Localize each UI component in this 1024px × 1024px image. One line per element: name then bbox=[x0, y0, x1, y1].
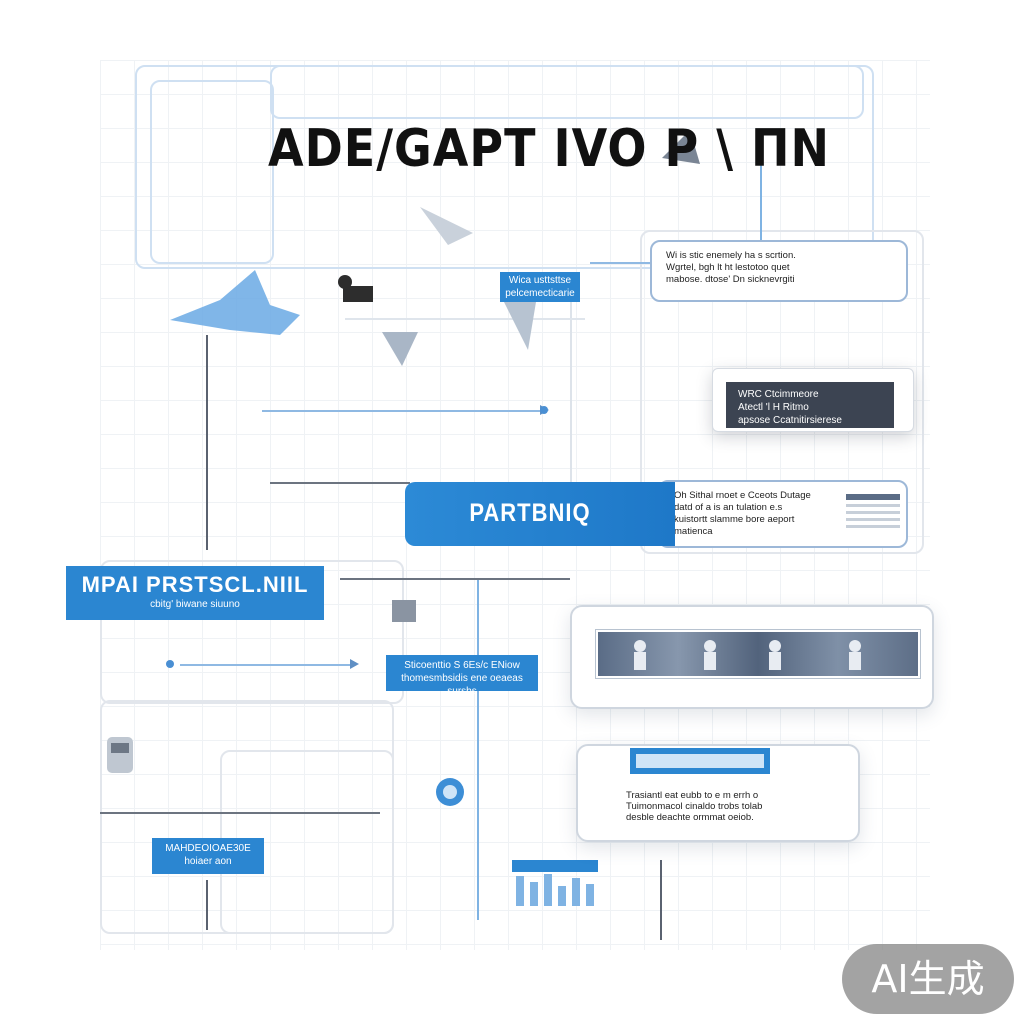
left-arrow-line bbox=[180, 664, 350, 666]
callout-top-right: Wi is stic enemely ha s scrtion. Wgrtel,… bbox=[650, 240, 908, 302]
mid-vertical-connector bbox=[570, 300, 572, 500]
person-icon bbox=[338, 275, 373, 302]
top-link-line bbox=[345, 318, 585, 320]
left-main-subtitle: cbitg' biwane siuuno bbox=[150, 599, 240, 610]
table-thumbnail bbox=[846, 494, 900, 528]
gauge-icon bbox=[107, 737, 133, 773]
tag-pin-icon bbox=[504, 302, 536, 350]
bottom-info-panel bbox=[576, 744, 860, 842]
photo-strip bbox=[596, 630, 920, 678]
left-main-title: MPAI PRSTSCL.NIIL bbox=[81, 572, 309, 597]
mid-tag-label: Sticoenttio S 6Es/c ENiow thomesmbsidis … bbox=[386, 655, 538, 697]
lower-right-connector bbox=[660, 860, 662, 940]
left-vertical-connector bbox=[206, 335, 208, 550]
panel-header-graphic bbox=[630, 748, 770, 774]
bottom-left-line bbox=[100, 812, 380, 814]
connector-node-left bbox=[166, 660, 174, 668]
arrowhead-left bbox=[350, 659, 359, 669]
callout-link-line bbox=[590, 262, 650, 264]
title-drop-icon bbox=[662, 130, 700, 164]
ai-generated-watermark: AI生成 bbox=[842, 944, 1014, 1014]
left-column-frame bbox=[100, 560, 404, 704]
partner-top-line bbox=[270, 482, 410, 484]
small-square-icon bbox=[392, 600, 416, 622]
people-silhouettes bbox=[634, 640, 861, 670]
top-tag-label: Wica usttsttse pelcemecticarie bbox=[500, 272, 580, 302]
connector-node-mid bbox=[540, 406, 548, 414]
dark-info-box: WRC Ctcimmeore Atectl 'l H Ritmo apsose … bbox=[726, 382, 894, 428]
left-lower-connector bbox=[206, 880, 208, 930]
right-vertical-connector bbox=[760, 150, 762, 260]
funnel-icon bbox=[382, 332, 418, 366]
paper-plane-icon bbox=[420, 207, 473, 245]
blue-splash-graphic bbox=[170, 270, 300, 335]
page-title: ADE/GAPT IVO P \ ΠN bbox=[268, 118, 831, 179]
bottom-left-label: MAHDEOIOAE30E hoiaer aon bbox=[152, 838, 264, 874]
partnering-label: PARTBNIQ bbox=[469, 498, 591, 527]
left-main-label: MPAI PRSTSCL.NIIL cbitg' biwane siuuno bbox=[66, 566, 324, 620]
header-frame bbox=[270, 65, 864, 119]
partnering-bar bbox=[405, 482, 675, 546]
mid-arrow-line bbox=[262, 410, 542, 412]
center-branch-line bbox=[340, 578, 570, 580]
inner-frame-top bbox=[150, 80, 274, 264]
bottom-panel-text: Trasiantl eat eubb to e m errh o Tuimonm… bbox=[626, 790, 763, 823]
center-vertical-connector bbox=[477, 580, 479, 920]
headset-icon bbox=[436, 778, 464, 806]
bar-chart-thumbnail bbox=[512, 860, 598, 906]
right-column-frame bbox=[640, 230, 924, 554]
